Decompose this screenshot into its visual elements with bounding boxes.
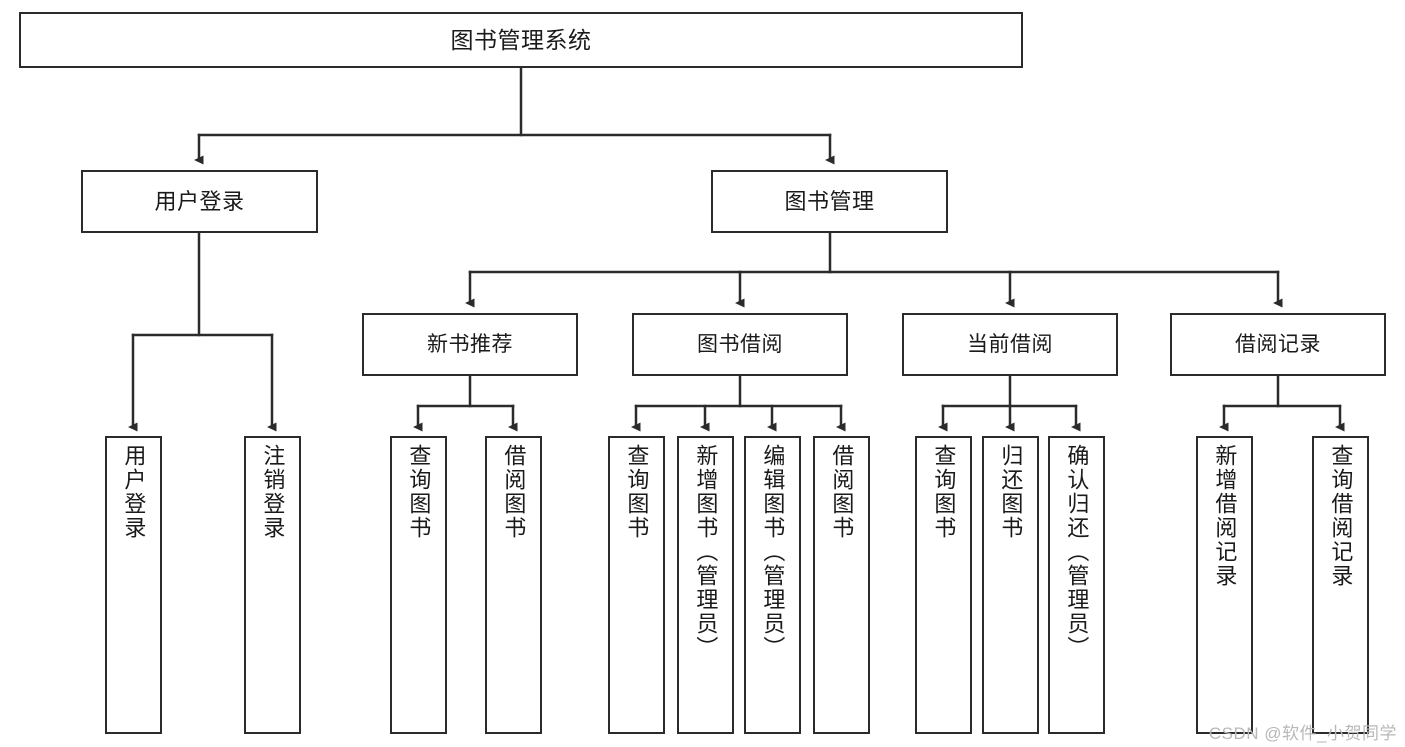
node-new-book-recommend[interactable]: 新书推荐 [362, 313, 578, 376]
node-label: 新增图书（管理员） [693, 444, 719, 660]
node-label: 借阅图书 [501, 444, 527, 540]
node-book-management[interactable]: 图书管理 [711, 170, 948, 233]
node-label: 查询借阅记录 [1328, 444, 1354, 588]
node-user-login[interactable]: 用户登录 [81, 170, 318, 233]
node-label: 图书管理 [784, 188, 875, 214]
node-book-borrow[interactable]: 图书借阅 [632, 313, 848, 376]
leaf-current-return-book[interactable]: 归还图书 [982, 436, 1039, 734]
node-label: 借阅图书 [829, 444, 855, 540]
node-label: 归还图书 [998, 444, 1024, 540]
node-label: 用户登录 [121, 444, 147, 540]
leaf-borrow-add-book-admin[interactable]: 新增图书（管理员） [677, 436, 734, 734]
leaf-user-login-login[interactable]: 用户登录 [105, 436, 162, 734]
node-label: 查询图书 [624, 444, 650, 540]
node-label: 查询图书 [931, 444, 957, 540]
node-label: 当前借阅 [967, 333, 1053, 356]
leaf-borrow-query-book[interactable]: 查询图书 [608, 436, 665, 734]
node-label: 查询图书 [406, 444, 432, 540]
node-label: 新书推荐 [427, 333, 513, 356]
leaf-user-login-logout[interactable]: 注销登录 [244, 436, 301, 734]
node-label: 借阅记录 [1235, 333, 1321, 356]
leaf-recommend-query-book[interactable]: 查询图书 [390, 436, 447, 734]
node-label: 图书管理系统 [450, 26, 592, 53]
node-borrow-records[interactable]: 借阅记录 [1170, 313, 1386, 376]
node-current-borrow[interactable]: 当前借阅 [902, 313, 1118, 376]
node-label: 图书借阅 [697, 333, 783, 356]
leaf-records-query-record[interactable]: 查询借阅记录 [1312, 436, 1369, 734]
leaf-recommend-borrow-book[interactable]: 借阅图书 [485, 436, 542, 734]
leaf-records-add-record[interactable]: 新增借阅记录 [1196, 436, 1253, 734]
node-root-system[interactable]: 图书管理系统 [19, 12, 1023, 68]
leaf-current-query-book[interactable]: 查询图书 [915, 436, 972, 734]
node-label: 用户登录 [154, 188, 245, 214]
watermark-text: CSDN @软件_小贺同学 [1208, 724, 1397, 743]
node-label: 编辑图书（管理员） [760, 444, 786, 660]
node-label: 确认归还（管理员） [1064, 444, 1090, 660]
node-label: 注销登录 [260, 444, 286, 540]
leaf-borrow-edit-book-admin[interactable]: 编辑图书（管理员） [744, 436, 801, 734]
node-label: 新增借阅记录 [1212, 444, 1238, 588]
leaf-borrow-borrow-book[interactable]: 借阅图书 [813, 436, 870, 734]
leaf-current-confirm-return-admin[interactable]: 确认归还（管理员） [1048, 436, 1105, 734]
